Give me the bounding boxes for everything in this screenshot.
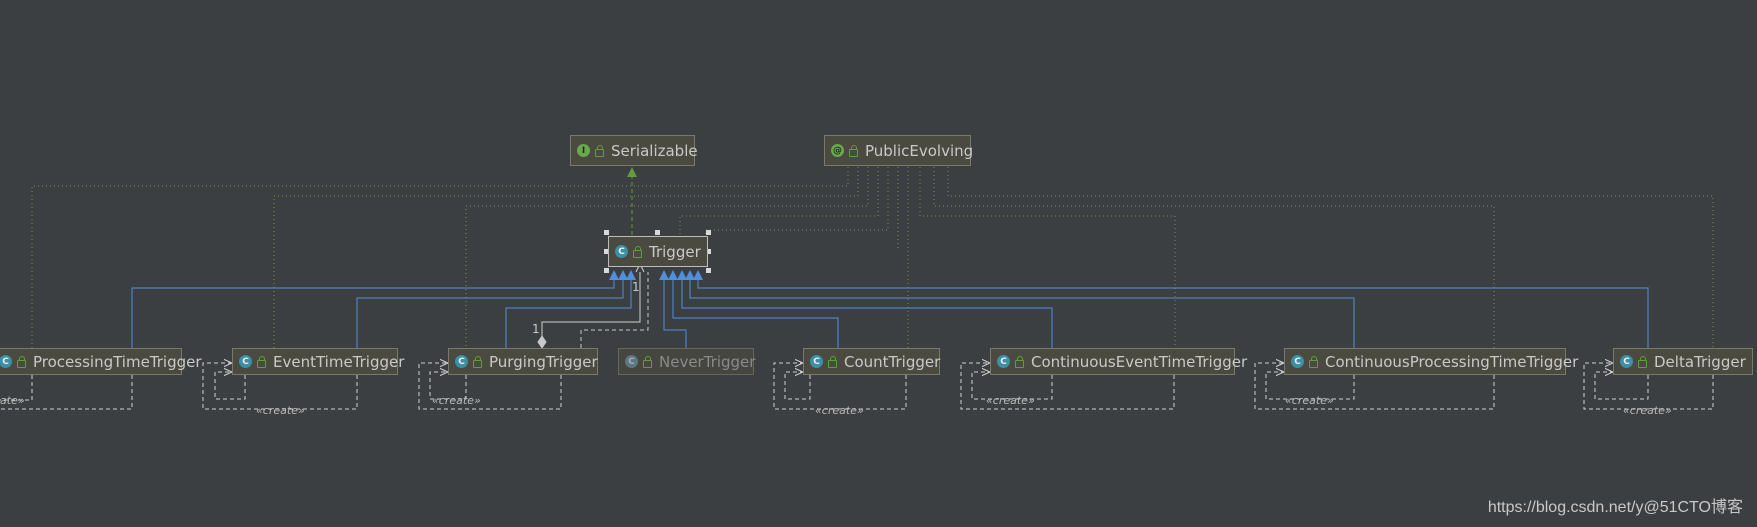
lock-icon	[595, 144, 604, 157]
class-icon: C	[239, 355, 252, 368]
class-icon: C	[1620, 355, 1633, 368]
create-stereotype-label: «create»	[1285, 394, 1334, 407]
lock-icon	[17, 355, 26, 368]
selection-handle[interactable]	[706, 249, 711, 254]
node-label: ContinuousProcessingTimeTrigger	[1325, 352, 1579, 371]
class-icon: C	[810, 355, 823, 368]
lock-icon	[1309, 355, 1318, 368]
node-count-trigger[interactable]: C CountTrigger	[803, 348, 940, 375]
node-never-trigger[interactable]: C NeverTrigger	[618, 348, 756, 375]
create-dependencies	[0, 363, 1714, 410]
node-label: PurgingTrigger	[489, 352, 598, 371]
node-label: EventTimeTrigger	[273, 352, 405, 371]
annotation-icon: @	[831, 144, 844, 157]
class-icon: C	[625, 355, 638, 368]
lock-icon	[828, 355, 837, 368]
node-serializable[interactable]: I Serializable	[570, 135, 698, 166]
node-event-time-trigger[interactable]: C EventTimeTrigger	[232, 348, 404, 375]
selection-handle[interactable]	[604, 230, 609, 235]
lock-icon	[257, 355, 266, 368]
node-label: ContinuousEventTimeTrigger	[1031, 352, 1248, 371]
class-icon: C	[1291, 355, 1304, 368]
class-icon: C	[455, 355, 468, 368]
node-label: NeverTrigger	[659, 352, 756, 371]
node-trigger[interactable]: C Trigger	[608, 236, 708, 267]
lock-icon	[633, 245, 642, 258]
annotation-dependencies	[31, 167, 1714, 348]
multiplicity-label: 1	[632, 280, 640, 294]
realization-trigger-serializable	[627, 167, 637, 235]
node-label: CountTrigger	[844, 352, 941, 371]
create-stereotype-label: «create»	[432, 394, 481, 407]
lock-icon	[473, 355, 482, 368]
watermark: https://blog.csdn.net/y@51CTO博客	[1487, 499, 1743, 516]
create-stereotype-label: «create»	[815, 404, 864, 417]
node-delta-trigger[interactable]: C DeltaTrigger	[1613, 348, 1753, 375]
abstract-class-icon: C	[615, 245, 628, 258]
selection-handle[interactable]	[706, 230, 711, 235]
lock-icon	[1638, 355, 1647, 368]
class-icon: C	[0, 355, 12, 368]
node-public-evolving[interactable]: @ PublicEvolving	[824, 135, 974, 166]
create-stereotype-label: «create»	[1623, 404, 1672, 417]
create-stereotype-label: «create»	[986, 394, 1035, 407]
selection-handle[interactable]	[655, 230, 660, 235]
lock-icon	[849, 144, 858, 157]
selection-handle[interactable]	[604, 268, 609, 273]
node-label: Trigger	[649, 242, 701, 261]
node-label: DeltaTrigger	[1654, 352, 1746, 371]
class-icon: C	[997, 355, 1010, 368]
node-continuous-processing-time-trigger[interactable]: C ContinuousProcessingTimeTrigger	[1284, 348, 1578, 375]
inheritance-lines	[131, 278, 1649, 348]
node-continuous-event-time-trigger[interactable]: C ContinuousEventTimeTrigger	[990, 348, 1247, 375]
node-label: Serializable	[611, 141, 698, 160]
selection-handle[interactable]	[604, 249, 609, 254]
node-label: PublicEvolving	[865, 141, 974, 160]
node-processing-time-trigger[interactable]: C ProcessingTimeTrigger	[0, 348, 202, 375]
aggregation-purging-trigger	[537, 262, 649, 349]
multiplicity-label: 1	[532, 322, 540, 336]
inheritance-arrowheads	[609, 270, 703, 280]
node-label: ProcessingTimeTrigger	[33, 352, 202, 371]
create-stereotype-label: «create»	[256, 404, 305, 417]
node-purging-trigger[interactable]: C PurgingTrigger	[448, 348, 598, 375]
lock-icon	[1015, 355, 1024, 368]
interface-icon: I	[577, 144, 590, 157]
create-stereotype-label: ate»	[0, 394, 25, 407]
lock-icon	[643, 355, 652, 368]
selection-handle[interactable]	[706, 268, 711, 273]
